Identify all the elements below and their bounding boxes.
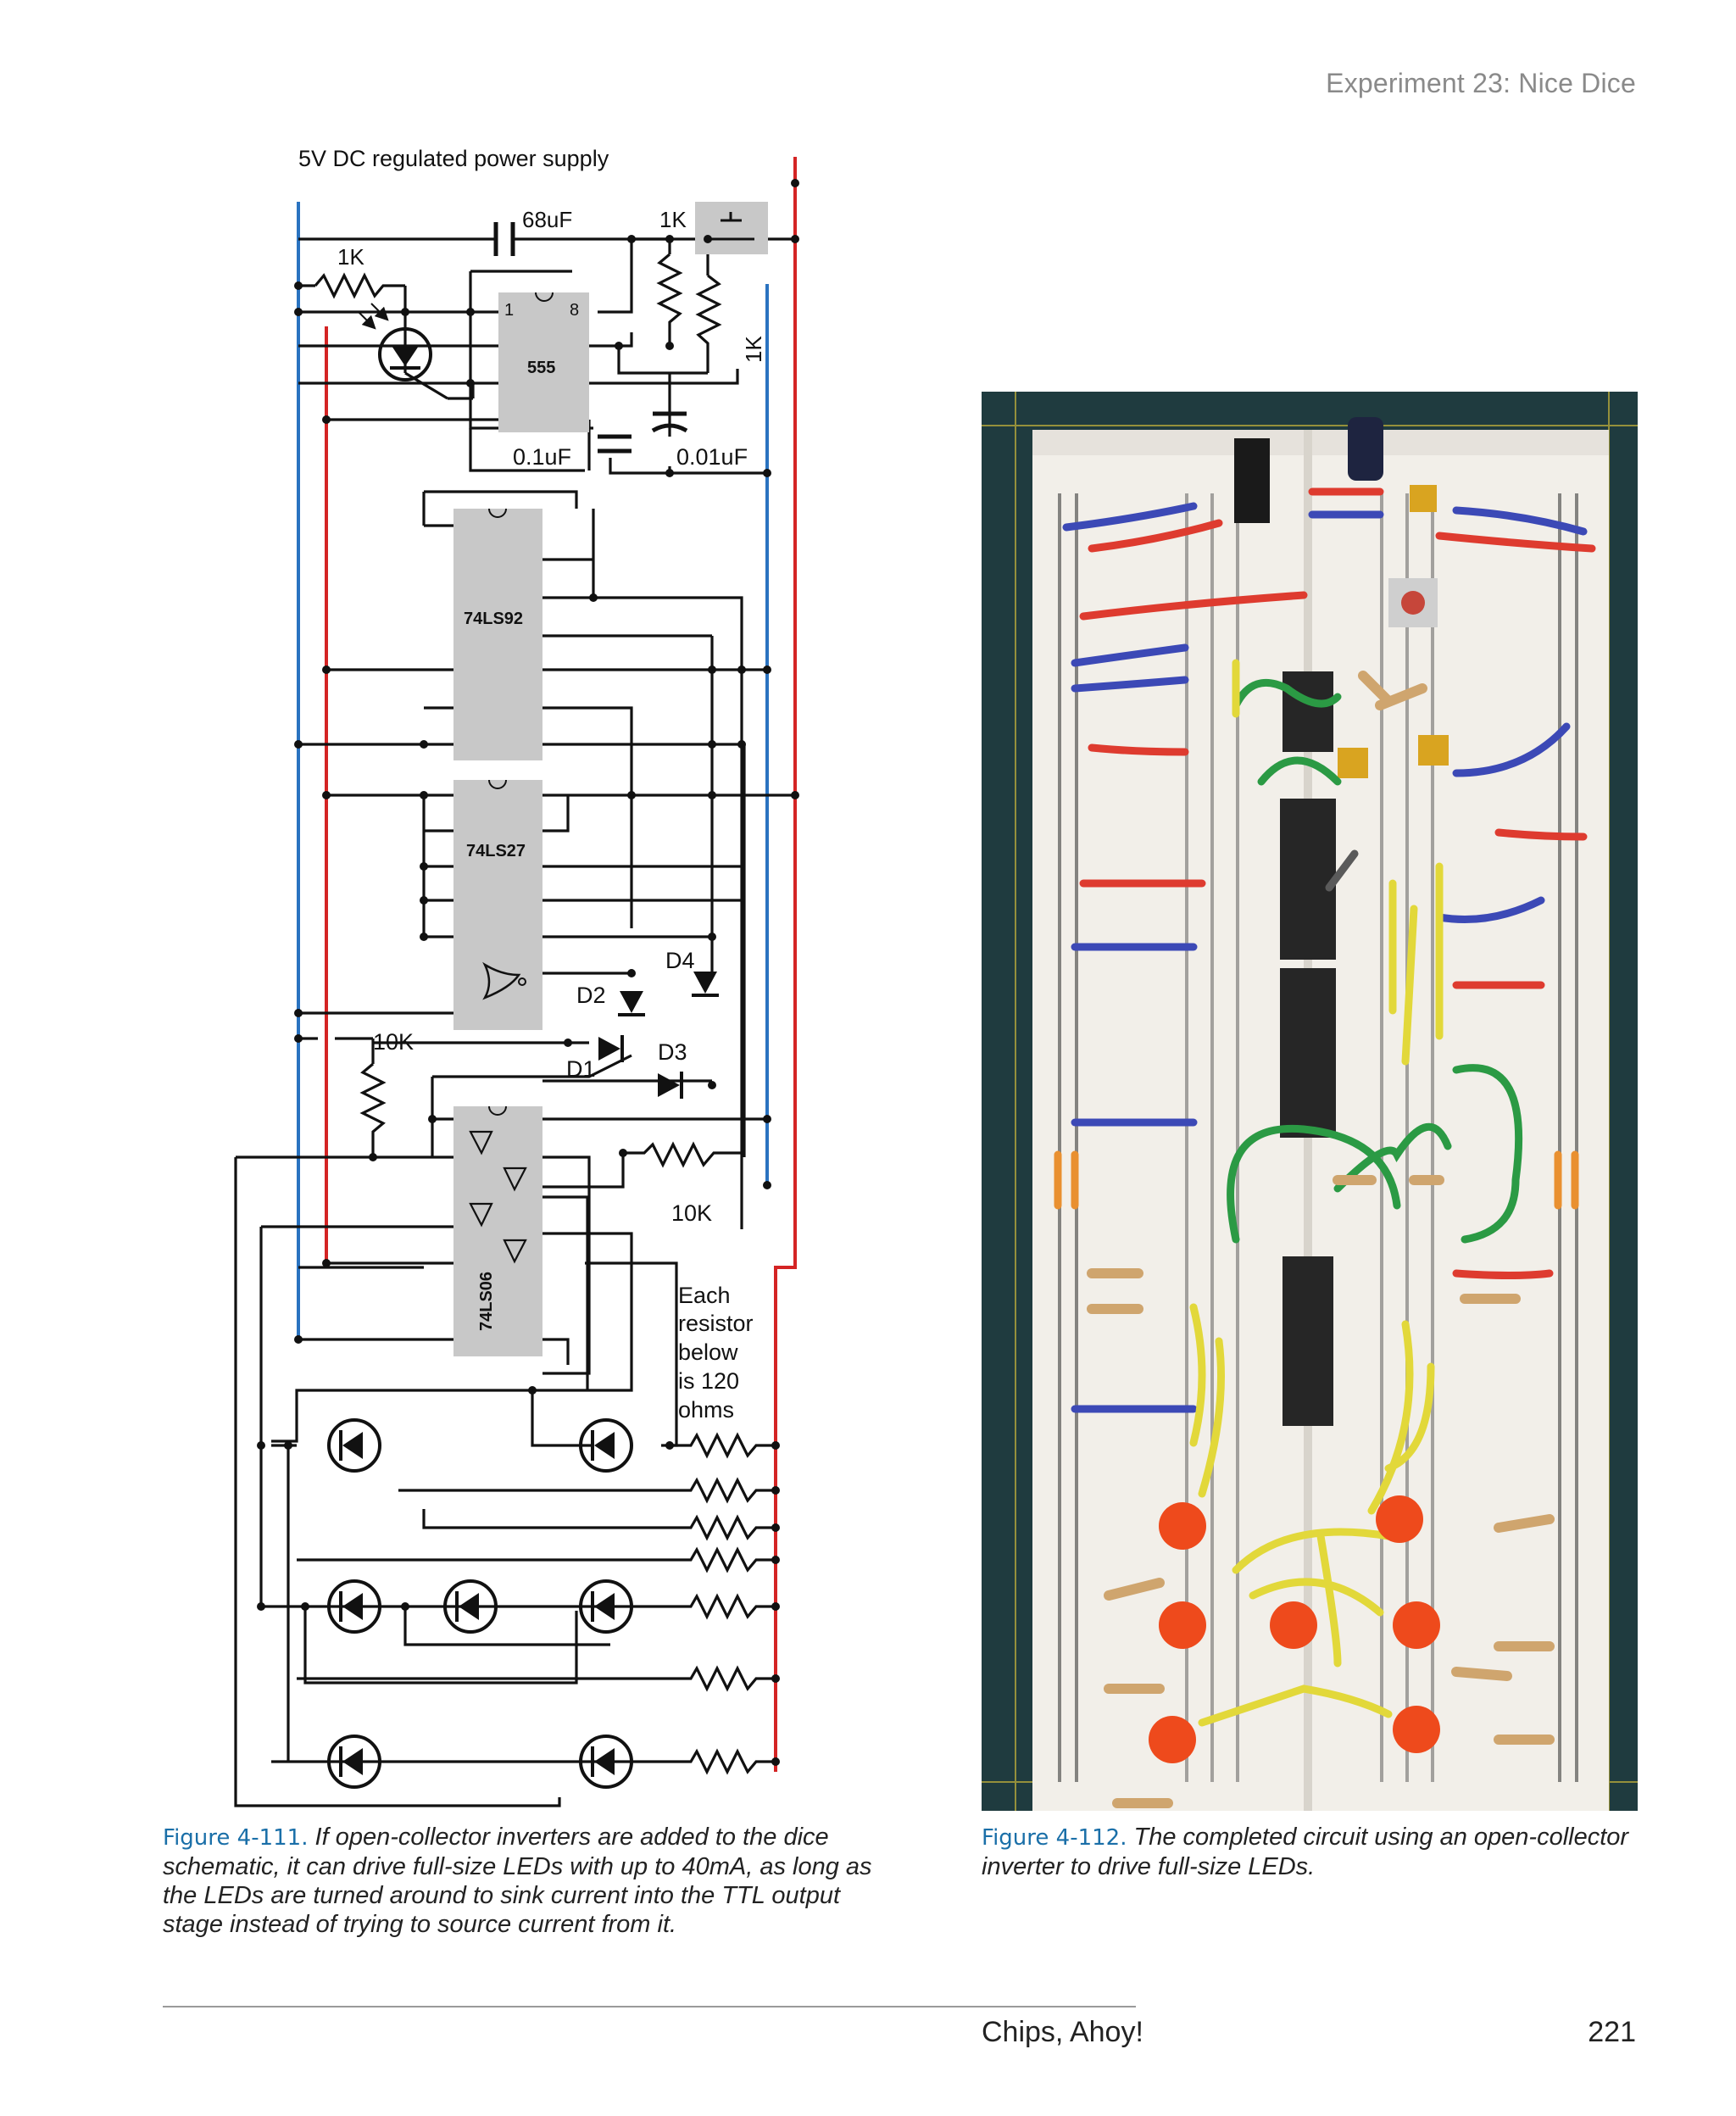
diode-d4 <box>692 972 719 997</box>
chip-74ls92-label: 74LS92 <box>464 610 523 628</box>
svg-text:below: below <box>678 1339 738 1365</box>
chip-555 <box>498 292 589 432</box>
label-1k-a: 1K <box>337 244 364 270</box>
breadboard-photo <box>982 392 1638 1811</box>
chip-74ls06 <box>453 1106 542 1356</box>
diode-d1 <box>598 1035 624 1062</box>
chip-555-label: 555 <box>527 359 555 377</box>
chip-74ls92 <box>453 509 542 760</box>
chip-74ls27-label: 74LS27 <box>466 842 526 860</box>
caption-text-4-112: The completed circuit using an open-coll… <box>982 1824 1629 1880</box>
pushbutton-switch <box>695 202 768 254</box>
capacitor-0-1uf <box>598 434 632 454</box>
svg-text:is 120: is 120 <box>678 1368 739 1394</box>
dice-leds <box>327 1418 633 1789</box>
indicator-led-top <box>358 303 432 381</box>
footer-chapter-title: Chips, Ahoy! <box>982 2016 1143 2048</box>
schematic-figure: 5V DC regulated power supply <box>234 146 799 1807</box>
capacitor-0-01uf <box>651 411 688 433</box>
supply-label: 5V DC regulated power supply <box>298 146 609 171</box>
capacitor-68uf <box>493 222 515 256</box>
diode-d3 <box>658 1072 683 1099</box>
voltage-regulator <box>1234 438 1270 523</box>
label-1k-c: 1K <box>741 336 766 363</box>
label-d3: D3 <box>658 1039 687 1065</box>
dice-led-1 <box>327 1418 381 1473</box>
footer-rule <box>163 2006 1136 2007</box>
figure-number-4-112: Figure 4-112. <box>982 1825 1127 1851</box>
chip-74ls06-label: 74LS06 <box>477 1272 496 1331</box>
pin1-label: 1 <box>504 301 514 320</box>
diode-d2 <box>618 991 645 1016</box>
label-d1: D1 <box>566 1056 596 1082</box>
label-d2: D2 <box>576 983 606 1008</box>
label-10k-b: 10K <box>671 1200 712 1226</box>
resistors <box>1087 671 1555 1808</box>
resistor-note: Each resistor below is 120 ohms <box>678 1283 754 1423</box>
pin8-label: 8 <box>570 301 579 320</box>
label-10k-a: 10K <box>373 1029 414 1055</box>
running-head: Experiment 23: Nice Dice <box>1326 68 1636 98</box>
caption-text-4-111: If open-collector inverters are added to… <box>163 1824 872 1938</box>
red-leds <box>1149 1495 1440 1763</box>
jumper-wires <box>1054 487 1596 1727</box>
svg-text:resistor: resistor <box>678 1311 754 1336</box>
svg-text:Each: Each <box>678 1283 731 1308</box>
page-number: 221 <box>1588 2016 1636 2048</box>
label-68uf: 68uF <box>522 207 572 232</box>
ic-chips <box>1280 671 1336 1426</box>
caption-figure-4-111: Figure 4-111. If open-collector inverter… <box>163 1823 900 1939</box>
label-d4: D4 <box>665 948 695 973</box>
junction-dots <box>257 179 799 1766</box>
tantalum-caps <box>1338 485 1449 778</box>
figure-number-4-111: Figure 4-111. <box>163 1825 309 1851</box>
label-0-1uf: 0.1uF <box>513 444 571 470</box>
svg-text:ohms: ohms <box>678 1397 734 1423</box>
label-0-01uf: 0.01uF <box>676 444 748 470</box>
inverter-symbols <box>469 1130 527 1264</box>
electrolytic-capacitor <box>1348 417 1383 481</box>
caption-figure-4-112: Figure 4-112. The completed circuit usin… <box>982 1823 1651 1881</box>
chip-74ls27 <box>453 780 542 1030</box>
nor-gate-symbol <box>482 961 521 1000</box>
label-1k-b: 1K <box>659 207 687 232</box>
